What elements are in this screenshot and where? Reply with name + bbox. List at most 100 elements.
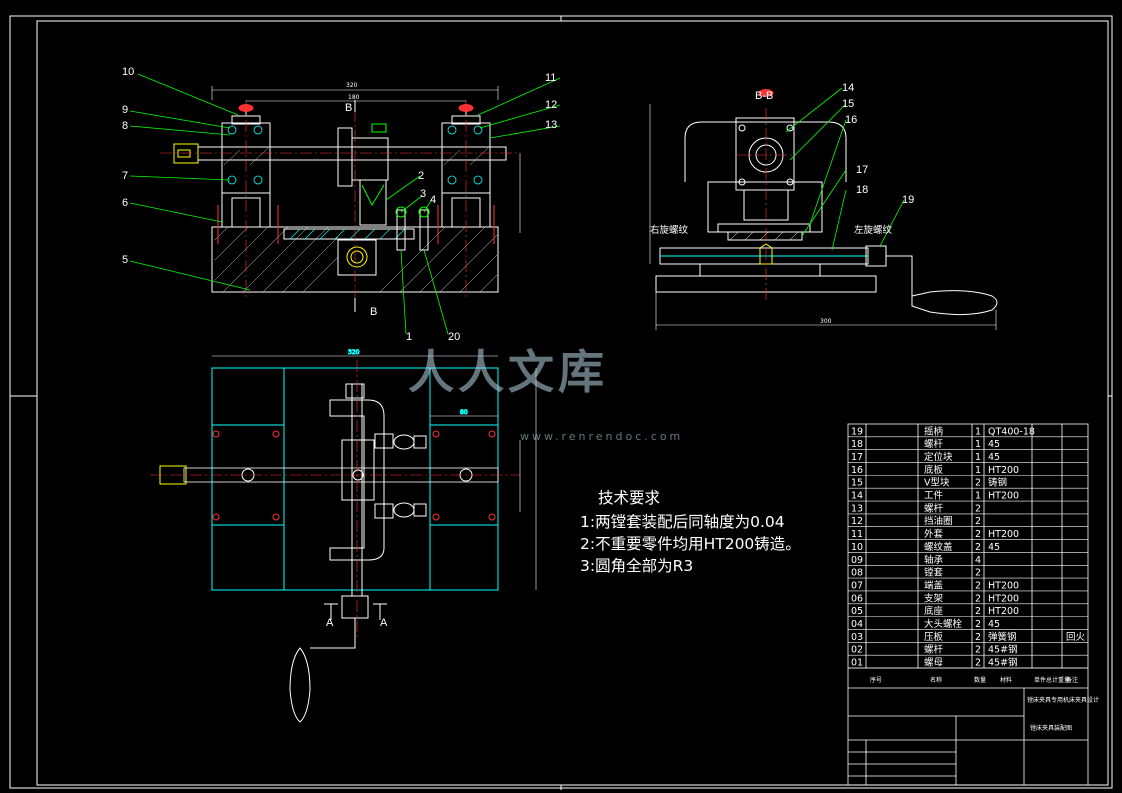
bom-cell-qty: 4 (975, 555, 981, 566)
bom-cell-no: 18 (851, 439, 863, 450)
bom-header-name: 名称 (930, 676, 942, 684)
bom-cell-no: 11 (851, 529, 863, 540)
bom-cell-material: HT200 (988, 465, 1019, 476)
callout-1: 1 (406, 331, 412, 343)
bom-cell-name: 螺母 (924, 658, 943, 669)
bom-cell-name: 定位块 (924, 451, 953, 463)
bom-header-note: 备注 (1066, 676, 1078, 684)
watermark-logo: 人人文库 (408, 345, 608, 399)
dim-plan-width: 320 (348, 349, 360, 356)
bom-header-material: 材料 (1000, 676, 1012, 684)
bom-cell-qty: 2 (975, 529, 981, 540)
tech-item-2: 2:不重要零件均用HT200铸造。 (580, 535, 801, 553)
bom-cell-material: 45 (988, 439, 1000, 450)
bom-cell-material: 45 (988, 542, 1000, 553)
bom-cell-qty: 2 (975, 645, 981, 656)
bom-cell-name: 端盖 (924, 579, 944, 591)
bom-cell-no: 02 (851, 645, 863, 656)
bom-cell-material: 45 (988, 619, 1000, 630)
callout-18: 18 (856, 184, 868, 196)
bom-cell-name: 轴承 (924, 554, 944, 566)
tech-item-1: 1:两镗套装配后同轴度为0.04 (580, 513, 785, 531)
bom-cell-material: HT200 (988, 529, 1019, 540)
callout-12: 12 (545, 99, 557, 111)
bom-cell-material: HT200 (988, 491, 1019, 502)
callout-2: 2 (418, 170, 424, 182)
bom-cell-name: 支架 (924, 592, 944, 604)
callout-8: 8 (122, 120, 128, 132)
drawing-frame (9, 15, 1113, 790)
bom-cell-material: 45 (988, 452, 1000, 463)
bom-cell-qty: 2 (975, 516, 981, 527)
section-mark-a-left: A (326, 617, 334, 629)
tech-item-3: 3:圆角全部为R3 (580, 557, 694, 575)
side-callouts: 14 15 16 17 18 19 (842, 82, 914, 206)
bom-cell-qty: 2 (975, 580, 981, 591)
callout-16: 16 (845, 114, 857, 126)
bom-cell-no: 07 (851, 580, 863, 591)
bom-cell-qty: 2 (975, 619, 981, 630)
callout-20: 20 (448, 331, 460, 343)
bom-cell-material: 铸钢 (988, 477, 1007, 489)
bom-cell-no: 01 (851, 658, 863, 669)
bom-cell-qty: 1 (975, 426, 981, 437)
callout-3: 3 (420, 188, 426, 200)
bom-cell-no: 06 (851, 593, 863, 604)
bom-cell-name: 螺杆 (924, 502, 944, 514)
bom-cell-name: 大头螺栓 (924, 618, 963, 630)
section-mark-a-right: A (380, 617, 388, 629)
bom-cell-no: 03 (851, 632, 863, 643)
bom-header: 序号 名称 数量 材料 单件总计重量 备注 (870, 676, 1078, 684)
bom-cell-name: 摇柄 (924, 425, 943, 437)
callout-15: 15 (842, 98, 854, 110)
bom-cell-no: 10 (851, 542, 863, 553)
bom-cell-name: 螺杆 (924, 644, 944, 656)
bom-header-no: 序号 (870, 676, 882, 684)
label-left-thread: 左旋螺纹 (854, 224, 893, 236)
bom-cell-no: 15 (851, 478, 863, 489)
dim-plan-inner: 80 (460, 409, 468, 416)
callout-10: 10 (122, 66, 134, 78)
bom-cell-qty: 1 (975, 452, 981, 463)
bom-cell-no: 08 (851, 568, 863, 579)
bom-cell-qty: 1 (975, 439, 981, 450)
dim-side-width: 300 (820, 318, 832, 325)
callout-9: 9 (122, 104, 128, 116)
bom-cell-name: V型块 (924, 477, 950, 489)
bom-cell-no: 16 (851, 465, 863, 476)
bom-cell-material: 45#钢 (988, 644, 1018, 656)
bom-cell-material: HT200 (988, 606, 1019, 617)
side-leaders (785, 87, 905, 251)
callout-4: 4 (430, 194, 436, 206)
bom-cell-name: 镗套 (924, 567, 944, 579)
dim-front-inner: 180 (348, 94, 360, 101)
bom-cell-name: 底座 (924, 605, 944, 617)
callout-6: 6 (122, 197, 128, 209)
section-mark-b-bottom: B (370, 306, 377, 318)
bom-cell-qty: 2 (975, 503, 981, 514)
side-view: B-B 300 (649, 89, 998, 330)
callout-11: 11 (545, 72, 556, 84)
bom-cell-qty: 1 (975, 465, 981, 476)
bom-cell-qty: 1 (975, 491, 981, 502)
bom-cell-no: 13 (851, 503, 863, 514)
front-callouts: 10 9 8 7 6 5 11 12 13 2 3 4 1 20 (122, 66, 557, 343)
tech-title: 技术要求 (598, 489, 661, 507)
bom-cell-material: 45#钢 (988, 657, 1018, 669)
bom-cell-material: HT200 (988, 580, 1019, 591)
bom-cell-qty: 2 (975, 632, 981, 643)
bom-cell-qty: 2 (975, 606, 981, 617)
callout-7: 7 (122, 170, 128, 182)
bom-cell-name: 压板 (924, 631, 944, 643)
callout-5: 5 (122, 254, 128, 266)
bom-cell-no: 05 (851, 606, 863, 617)
bom-cell-no: 19 (851, 426, 863, 437)
dim-front-width: 320 (346, 82, 358, 89)
bom-cell-name: 底板 (924, 464, 944, 476)
title-drawing: 镗床夹具装配图 (1030, 724, 1072, 732)
watermark-url: www.renrendoc.com (520, 430, 684, 443)
bom-cell-name: 螺纹盖 (924, 541, 953, 553)
bom-cell-no: 04 (851, 619, 863, 630)
